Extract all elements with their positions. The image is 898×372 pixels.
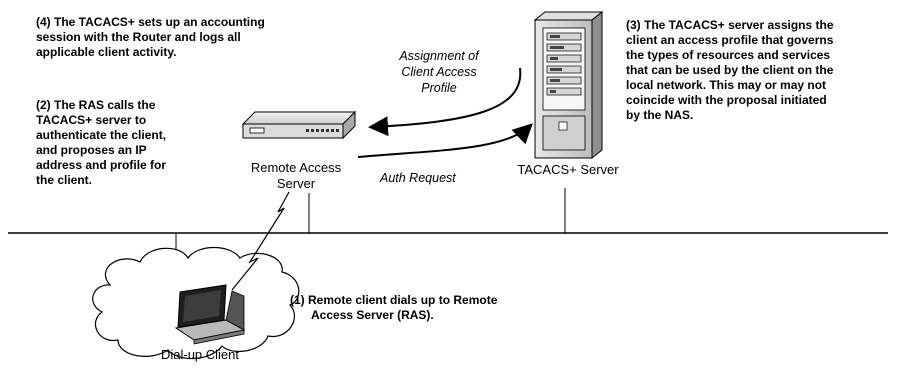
step3-line-6: coincide with the proposal initiated: [626, 93, 827, 107]
remote-access-server-icon: [241, 110, 357, 140]
assignment-label-line-3: Profile: [421, 81, 457, 95]
auth-request-arrow: [357, 123, 533, 158]
assignment-label-line-2: Client Access: [401, 65, 477, 79]
auth-request-label: Auth Request: [380, 171, 456, 185]
step2-line-6: the client.: [36, 173, 93, 187]
step1-note: (1) Remote client dials up to Remote Acc…: [290, 293, 497, 323]
laptop-icon: [174, 284, 246, 345]
step2-line-3: authenticate the client,: [36, 128, 167, 142]
step3-note: (3) The TACACS+ server assigns the clien…: [626, 18, 834, 123]
step2-line-2: TACACS+ server to: [36, 113, 147, 127]
step3-line-1: (3) The TACACS+ server assigns the: [626, 18, 834, 32]
step2-line-1: (2) The RAS calls the: [36, 98, 156, 112]
assignment-arrow: [368, 67, 522, 137]
step4-note: (4) The TACACS+ sets up an accounting se…: [36, 15, 265, 60]
step3-line-4: that can be used by the client on the: [626, 63, 834, 77]
tacacs-server-icon: [533, 10, 604, 160]
step2-line-5: address and profile for: [36, 158, 167, 172]
step4-line-1: (4) The TACACS+ sets up an accounting: [36, 15, 265, 29]
ras-label-line-1: Remote Access: [250, 160, 342, 175]
assignment-label-line-1: Assignment of: [399, 49, 479, 63]
step4-line-2: session with the Router and logs all: [36, 30, 241, 44]
dialup-lightning-link: [231, 191, 290, 291]
server-label: TACACS+ Server: [517, 162, 619, 177]
ras-label: Remote Access Server: [236, 160, 356, 192]
step2-line-4: and proposes an IP: [36, 143, 147, 157]
client-label: Dial-up Client: [160, 347, 240, 362]
step2-note: (2) The RAS calls the TACACS+ server to …: [36, 98, 166, 188]
step1-line-2: Access Server (RAS).: [311, 308, 434, 322]
ras-label-line-2: Server: [276, 176, 316, 191]
assignment-arrow-label: Assignment of Client Access Profile: [384, 48, 494, 96]
step3-line-3: the types of resources and services: [626, 48, 831, 62]
step1-line-1: (1) Remote client dials up to Remote: [290, 293, 498, 307]
step4-line-3: applicable client activity.: [36, 45, 177, 59]
step3-line-7: by the NAS.: [626, 108, 694, 122]
step3-line-2: client an access profile that governs: [626, 33, 834, 47]
step3-line-5: local network. This may or may not: [626, 78, 827, 92]
